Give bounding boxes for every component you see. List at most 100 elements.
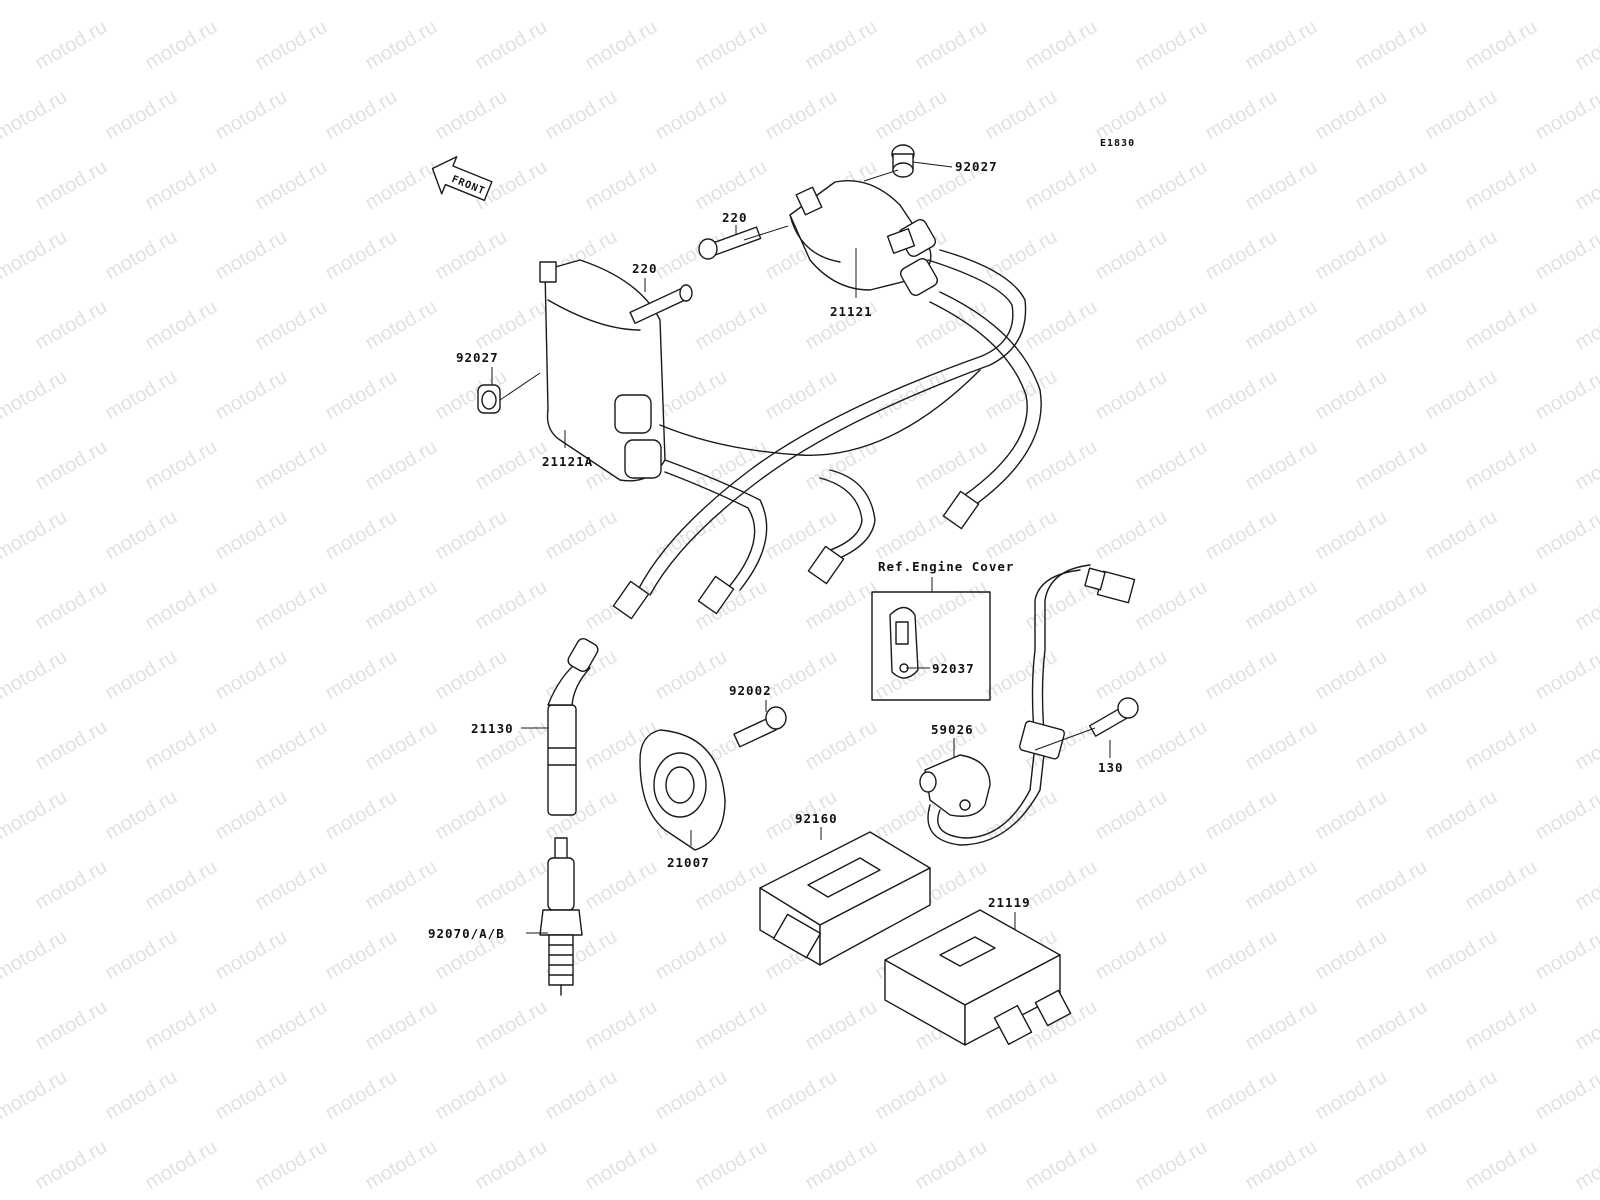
watermark-text: motod.ru — [1132, 996, 1211, 1055]
watermark-text: motod.ru — [1022, 856, 1101, 915]
watermark-text: motod.ru — [322, 786, 401, 845]
watermark-text: motod.ru — [472, 996, 551, 1055]
case-92160 — [759, 831, 931, 966]
watermark-text: motod.ru — [142, 156, 221, 215]
watermark-text: motod.ru — [1202, 226, 1281, 285]
watermark-text: motod.ru — [32, 16, 111, 75]
watermark-text: motod.ru — [32, 716, 111, 775]
watermark-text: motod.ru — [1462, 156, 1541, 215]
watermark-text: motod.ru — [1352, 1136, 1431, 1195]
watermark-text: motod.ru — [0, 366, 71, 425]
watermark-text: motod.ru — [1092, 646, 1171, 705]
watermark-text: motod.ru — [1462, 576, 1541, 635]
diagram-code: E1830 — [1100, 138, 1135, 149]
watermark-text: motod.ru — [582, 16, 661, 75]
ref-engine-cover-box — [871, 591, 991, 701]
watermark-text: motod.ru — [472, 576, 551, 635]
watermark-text: motod.ru — [1312, 926, 1391, 985]
watermark-text: motod.ru — [802, 16, 881, 75]
watermark-text: motod.ru — [1352, 436, 1431, 495]
watermark-text: motod.ru — [1312, 86, 1391, 145]
watermark-text: motod.ru — [982, 86, 1061, 145]
watermark-text: motod.ru — [102, 86, 181, 145]
watermark-text: motod.ru — [252, 996, 331, 1055]
timing-rotor-21007 — [639, 729, 726, 851]
watermark-text: motod.ru — [1572, 1136, 1600, 1195]
watermark-text: motod.ru — [0, 296, 1, 355]
ignition-coil-21121 — [789, 180, 938, 296]
watermark-text: motod.ru — [252, 1136, 331, 1195]
watermark-text: motod.ru — [0, 646, 71, 705]
watermark-text: motod.ru — [362, 296, 441, 355]
watermark-text: motod.ru — [542, 506, 621, 565]
part-labels: 92027 220 21121 220 92027 21121A Ref.Eng… — [428, 159, 1123, 941]
watermark-text: motod.ru — [982, 366, 1061, 425]
watermark-text: motod.ru — [0, 856, 1, 915]
watermark-text: motod.ru — [102, 506, 181, 565]
watermark-text: motod.ru — [322, 0, 401, 4]
watermark-text: motod.ru — [582, 156, 661, 215]
watermark-text: motod.ru — [912, 576, 991, 635]
watermark-text: motod.ru — [1462, 16, 1541, 75]
watermark-text: motod.ru — [0, 0, 71, 4]
watermark-text: motod.ru — [0, 1066, 71, 1125]
watermark-text: motod.ru — [252, 716, 331, 775]
watermark-text: motod.ru — [142, 16, 221, 75]
bolt-220-left — [629, 284, 693, 324]
watermark-text: motod.ru — [1202, 366, 1281, 425]
watermark-text: motod.ru — [652, 646, 731, 705]
watermark-text: motod.ru — [1572, 16, 1600, 75]
watermark-text: motod.ru — [982, 1066, 1061, 1125]
watermark-text: motod.ru — [1242, 296, 1321, 355]
watermark-text: motod.ru — [1312, 1066, 1391, 1125]
watermark-text: motod.ru — [252, 296, 331, 355]
watermark-text: motod.ru — [802, 996, 881, 1055]
watermark-text: motod.ru — [472, 856, 551, 915]
watermark-text: motod.ru — [1572, 856, 1600, 915]
watermark-text: motod.ru — [802, 1136, 881, 1195]
label-92027-top: 92027 — [955, 159, 998, 174]
watermark-text: motod.ru — [1242, 156, 1321, 215]
spark-plug-cap-21130 — [547, 638, 599, 816]
watermark-text: motod.ru — [1202, 926, 1281, 985]
watermark-text: motod.ru — [0, 996, 1, 1055]
watermark-text: motod.ru — [362, 156, 441, 215]
watermark-text: motod.ru — [1352, 716, 1431, 775]
watermark-text: motod.ru — [142, 576, 221, 635]
watermark-text: motod.ru — [912, 16, 991, 75]
watermark-text: motod.ru — [432, 86, 511, 145]
watermark-text: motod.ru — [32, 576, 111, 635]
watermark-text: motod.ru — [762, 366, 841, 425]
watermark-text: motod.ru — [582, 1136, 661, 1195]
watermark-text: motod.ru — [542, 1066, 621, 1125]
watermark-text: motod.ru — [102, 926, 181, 985]
watermark-text: motod.ru — [872, 86, 951, 145]
watermark-text: motod.ru — [1352, 156, 1431, 215]
watermark-text: motod.ru — [322, 926, 401, 985]
bolt-220-top — [698, 226, 762, 260]
watermark-text: motod.ru — [692, 156, 771, 215]
collar-92027-top — [891, 144, 915, 178]
watermark-text: motod.ru — [982, 226, 1061, 285]
watermark-text: motod.ru — [362, 716, 441, 775]
watermark-text: motod.ru — [142, 436, 221, 495]
watermark-text: motod.ru — [142, 996, 221, 1055]
watermark-text: motod.ru — [1352, 996, 1431, 1055]
watermark-text: motod.ru — [1532, 86, 1600, 145]
watermark-text: motod.ru — [32, 296, 111, 355]
watermark-text: motod.ru — [1132, 16, 1211, 75]
watermark-text: motod.ru — [252, 576, 331, 635]
watermark-text: motod.ru — [982, 506, 1061, 565]
watermark-text: motod.ru — [362, 996, 441, 1055]
watermark-text: motod.ru — [252, 856, 331, 915]
watermark-text: motod.ru — [1422, 786, 1501, 845]
watermark-text: motod.ru — [102, 366, 181, 425]
watermark-text: motod.ru — [102, 646, 181, 705]
watermark-text: motod.ru — [582, 856, 661, 915]
watermark-text: motod.ru — [1202, 506, 1281, 565]
label-92027-left: 92027 — [456, 350, 499, 365]
watermark-text: motod.ru — [1422, 926, 1501, 985]
watermark-text: motod.ru — [1532, 366, 1600, 425]
watermark-text: motod.ru — [432, 1066, 511, 1125]
